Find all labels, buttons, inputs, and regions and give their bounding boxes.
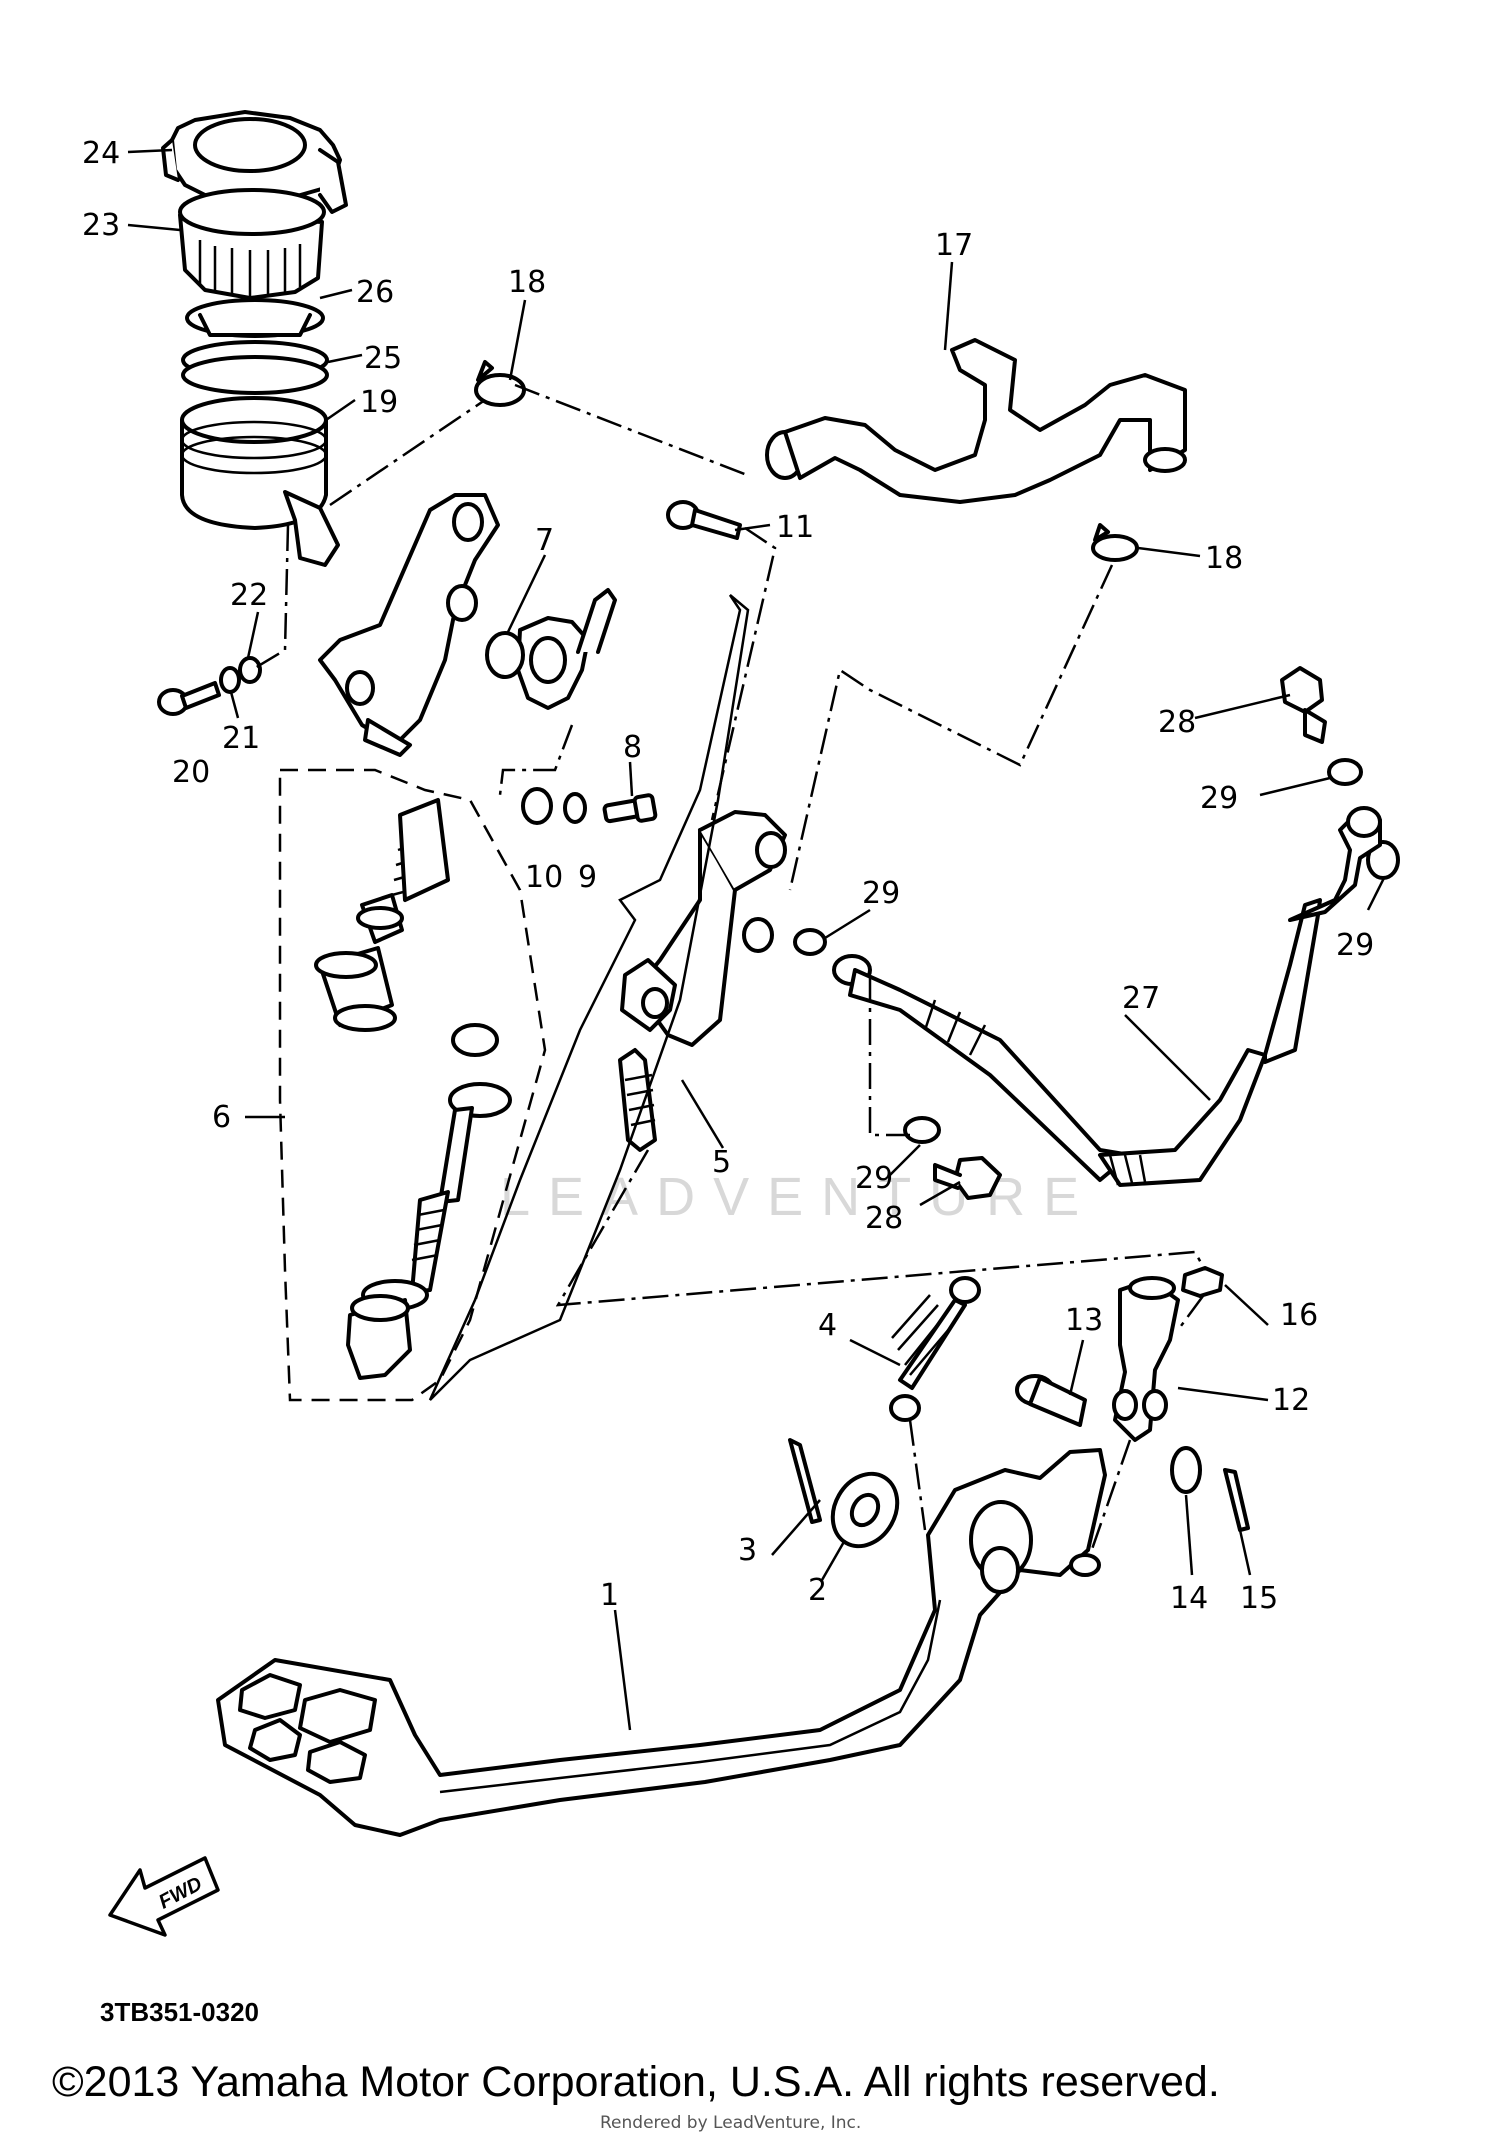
callout-leaders <box>127 148 1386 1731</box>
rendered-by-text: Rendered by LeadVenture, Inc. <box>600 2113 861 2133</box>
connector-29-hose <box>868 975 910 1137</box>
callout-29-right: 29 <box>1336 928 1374 963</box>
kit-group-outline <box>278 768 547 1402</box>
cotter-pin-15 <box>1223 1468 1250 1532</box>
callout-1: 1 <box>600 1578 619 1613</box>
callout-29-top: 29 <box>1200 781 1238 816</box>
callout-labels: 24 23 26 25 19 18 17 11 18 7 22 21 20 8 … <box>82 136 1374 1616</box>
mc-cover-outline <box>428 594 750 1401</box>
callout-29-mc: 29 <box>862 876 900 911</box>
callout-12: 12 <box>1272 1383 1310 1418</box>
reservoir-diaphragm-plate <box>185 298 325 338</box>
bolt-11 <box>666 500 742 540</box>
clevis-pin <box>1015 1374 1087 1427</box>
reservoir-hose <box>765 338 1187 504</box>
washer-9 <box>563 792 587 824</box>
reservoir-cap-holder <box>161 110 348 214</box>
bolt-8 <box>602 793 658 824</box>
connector-18-reservoir <box>329 398 486 507</box>
washer-2 <box>830 1471 900 1549</box>
callout-18-top: 18 <box>508 265 546 300</box>
cylinder-kit-piston <box>314 946 397 1032</box>
connector-clevis-pedal <box>1088 1439 1132 1556</box>
callout-19: 19 <box>360 385 398 420</box>
callout-24: 24 <box>82 136 120 171</box>
hose-clip-lower <box>1091 523 1139 562</box>
master-cylinder <box>618 810 787 1152</box>
cylinder-kit-pushrod <box>410 1106 474 1294</box>
connector-18-hose <box>514 383 748 477</box>
cylinder-kit-seal <box>448 1023 512 1118</box>
callout-8: 8 <box>623 730 642 765</box>
watermark-text: LEADVENTURE <box>500 1167 1097 1227</box>
hose-joint-fitting <box>516 588 617 710</box>
washer-14 <box>1170 1446 1202 1494</box>
washer-29-lower <box>903 1116 941 1144</box>
callout-26: 26 <box>356 275 394 310</box>
callout-25: 25 <box>364 341 402 376</box>
callout-10: 10 <box>525 860 563 895</box>
fwd-arrow-icon: FWD <box>108 1856 220 1937</box>
callout-15: 15 <box>1240 1581 1278 1616</box>
cylinder-kit-cup <box>356 893 404 944</box>
reservoir-diaphragm <box>181 340 329 395</box>
cylinder-kit-spring <box>391 798 450 902</box>
connector-22-reservoir <box>254 524 290 670</box>
brake-hose <box>832 806 1382 1187</box>
callout-27: 27 <box>1122 981 1160 1016</box>
drawing-code: 3TB351-0320 <box>100 1997 259 2027</box>
connector-spring-pedal <box>908 1419 927 1531</box>
bolt-20 <box>157 681 221 716</box>
callout-14: 14 <box>1170 1581 1208 1616</box>
cylinder-kit-boot <box>346 1294 412 1380</box>
banjo-bolt-lower <box>933 1156 1002 1200</box>
reservoir-cap <box>178 188 326 300</box>
copyright-text: ©2013 Yamaha Motor Corporation, U.S.A. A… <box>52 2058 1220 2106</box>
o-ring <box>485 631 525 679</box>
callout-23: 23 <box>82 208 120 243</box>
callout-21: 21 <box>222 721 260 756</box>
callout-29-lower: 29 <box>855 1161 893 1196</box>
brake-pedal <box>216 1448 1107 1837</box>
callout-18-right: 18 <box>1205 541 1243 576</box>
washer-10 <box>521 787 553 825</box>
callout-6: 6 <box>212 1100 231 1135</box>
reservoir-tank <box>180 396 340 567</box>
cotter-pin-3 <box>788 1438 822 1524</box>
callout-2: 2 <box>808 1573 827 1608</box>
clevis-joint <box>1112 1276 1180 1442</box>
callout-3: 3 <box>738 1533 757 1568</box>
washer-29-top <box>1327 758 1363 786</box>
connector-mc-clevis <box>555 1149 1207 1307</box>
callout-16: 16 <box>1280 1298 1318 1333</box>
callout-28-top: 28 <box>1158 705 1196 740</box>
callout-7: 7 <box>535 523 554 558</box>
return-spring <box>889 1276 981 1422</box>
callout-22: 22 <box>230 578 268 613</box>
master-cylinder-body <box>318 493 500 757</box>
connector-11-mc <box>710 526 777 821</box>
nut-16 <box>1181 1266 1224 1298</box>
callout-9: 9 <box>578 860 597 895</box>
callout-17: 17 <box>935 228 973 263</box>
washer-21 <box>219 666 241 694</box>
callout-4: 4 <box>818 1308 837 1343</box>
callout-20: 20 <box>172 755 210 790</box>
banjo-bolt-upper <box>1280 666 1327 744</box>
callout-5: 5 <box>712 1145 731 1180</box>
hose-clip-upper <box>474 360 526 407</box>
washer-29-mc <box>793 928 827 956</box>
callout-11: 11 <box>776 510 814 545</box>
connector-18-mc <box>788 564 1114 891</box>
connector-nut-clevis <box>1176 1295 1205 1331</box>
callout-13: 13 <box>1065 1303 1103 1338</box>
connector-7-9 <box>498 724 574 796</box>
callout-28-lower: 28 <box>865 1201 903 1236</box>
washer-22 <box>238 656 262 684</box>
